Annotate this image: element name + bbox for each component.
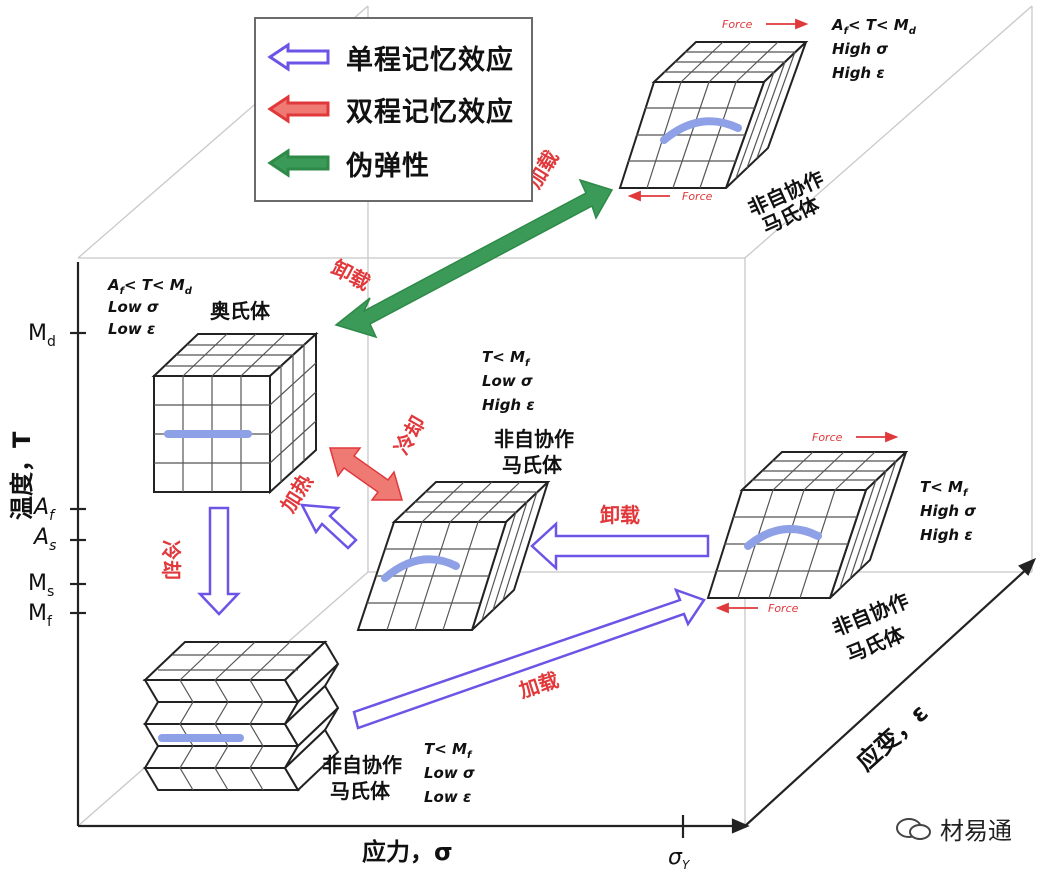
two-way-arrow-icon xyxy=(267,94,330,124)
cond-bottom-1: T< Mf xyxy=(424,740,473,761)
legend-label-one-way: 单程记忆效应 xyxy=(346,44,514,76)
force-label-right-1: Force xyxy=(812,431,843,444)
legend-item-one-way: 单程记忆效应 xyxy=(266,37,514,77)
austenite-cube xyxy=(151,331,319,495)
label-unload-top: 卸载 xyxy=(328,255,375,295)
cond-austenite-2: Low σ xyxy=(108,298,159,316)
cond-middle-3: High ε xyxy=(482,396,535,414)
bottom-twinned-martensite xyxy=(142,640,340,792)
cond-top-1: Af< T< Md xyxy=(831,16,917,37)
force-labels: Force Force Force Force xyxy=(682,18,843,615)
cond-right-2: High σ xyxy=(920,502,976,520)
cond-austenite-3: Low ε xyxy=(108,320,155,338)
tick-as: As xyxy=(32,525,56,554)
watermark: 材易通 xyxy=(894,811,1012,846)
cond-middle-1: T< Mf xyxy=(482,348,531,369)
strain-axis-label: 应变，ε xyxy=(851,699,933,777)
one-way-arrow-icon xyxy=(267,42,330,72)
cond-bottom-3: Low ε xyxy=(424,788,471,806)
cond-right-1: T< Mf xyxy=(920,478,969,499)
pseudoelastic-arrow xyxy=(334,178,614,339)
legend: 单程记忆效应 双程记忆效应 伪弹性 xyxy=(254,17,533,202)
force-label-right-2: Force xyxy=(768,602,799,615)
label-cool-mid: 冷却 xyxy=(390,412,431,459)
tick-ms: Ms xyxy=(28,571,54,600)
title-bottom-1: 非自协作 xyxy=(322,753,402,777)
one-way-load-arrow xyxy=(352,587,706,730)
middle-martensite-cube xyxy=(356,481,551,631)
tick-md: Md xyxy=(28,321,56,350)
stress-axis-label: 应力，σ xyxy=(362,838,453,866)
force-label-top-1: Force xyxy=(722,18,753,31)
stress-tick-label: σY xyxy=(668,845,691,872)
temperature-axis-label: 温度，T xyxy=(8,431,36,520)
two-way-arrow xyxy=(329,447,403,501)
label-load-bottom: 加载 xyxy=(515,668,561,703)
right-martensite-cube xyxy=(706,451,909,599)
one-way-heat-arrow xyxy=(299,503,358,550)
cond-top-3: High ε xyxy=(832,64,885,82)
title-austenite: 奥氏体 xyxy=(210,299,271,323)
cond-austenite-1: Af< T< Md xyxy=(107,276,193,297)
force-label-top-2: Force xyxy=(682,190,713,203)
legend-item-two-way: 双程记忆效应 xyxy=(266,89,514,129)
tick-af: Af xyxy=(32,495,56,524)
force-arrows xyxy=(627,18,899,614)
title-middle-2: 马氏体 xyxy=(502,453,563,477)
wechat-logo-icon xyxy=(896,817,931,840)
top-martensite-cube xyxy=(618,41,809,189)
temp-tick-labels: Md Af As Ms Mf xyxy=(28,321,56,630)
axis-lines xyxy=(70,262,1037,838)
watermark-text: 材易通 xyxy=(940,817,1012,845)
cond-top-2: High σ xyxy=(832,40,888,58)
legend-item-pseudoelastic: 伪弹性 xyxy=(266,143,430,183)
title-bottom-2: 马氏体 xyxy=(330,779,391,803)
legend-label-two-way: 双程记忆效应 xyxy=(346,96,514,128)
cond-middle-2: Low σ xyxy=(482,372,533,390)
state-conditions: Af< T< Md Low σ Low ε Af< T< Md High σ H… xyxy=(107,16,976,806)
label-unload-mid: 卸载 xyxy=(600,503,640,527)
label-cool-left: 冷却 xyxy=(159,540,183,580)
cond-bottom-2: Low σ xyxy=(424,764,475,782)
one-way-unload-arrow xyxy=(530,521,710,571)
cond-right-3: High ε xyxy=(920,526,973,544)
legend-label-pseudoelastic: 伪弹性 xyxy=(346,150,430,182)
tick-mf: Mf xyxy=(28,601,53,630)
one-way-cool-arrow xyxy=(197,506,241,616)
pseudoelastic-arrow-icon xyxy=(267,148,330,178)
title-middle-1: 非自协作 xyxy=(494,427,574,451)
